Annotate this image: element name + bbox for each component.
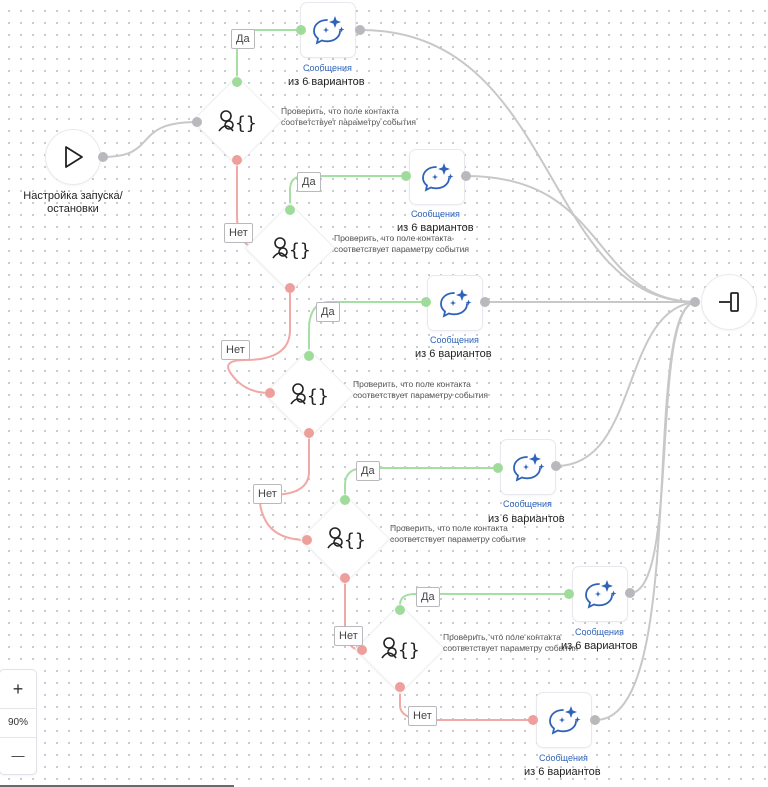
message-node-5[interactable]	[573, 567, 627, 621]
ai-message-icon	[440, 289, 472, 318]
message-3-title: Сообщения	[430, 335, 479, 345]
edge-msg6-end	[595, 301, 696, 721]
message-2-output-port[interactable]	[461, 171, 471, 181]
svg-text:{}: {}	[289, 240, 311, 261]
condition-2-yes-port[interactable]	[285, 205, 295, 215]
edge-msg4-end	[555, 301, 696, 467]
edge-label-yes-5: Да	[416, 587, 440, 607]
message-1-subtitle: из 6 вариантов	[288, 76, 365, 88]
canvas-bottom-edge	[0, 785, 234, 787]
edge-label-no-5: Нет	[408, 706, 437, 726]
zoom-in-button[interactable]: +	[12, 678, 24, 699]
play-icon	[65, 146, 83, 168]
condition-4-input-port[interactable]	[302, 535, 312, 545]
message-node-4[interactable]	[501, 440, 555, 494]
message-6-title: Сообщения	[539, 753, 588, 763]
ai-message-icon	[585, 580, 617, 609]
edge-label-no-4: Нет	[334, 626, 363, 646]
message-1-output-port[interactable]	[355, 25, 365, 35]
condition-3-description: Проверить, что поле контакта соответству…	[353, 379, 488, 400]
contact-condition-icon: {}	[272, 237, 311, 261]
edge-msg5-end	[629, 301, 696, 594]
zoom-level: 90%	[0, 708, 36, 738]
message-1-title: Сообщения	[303, 63, 352, 73]
start-output-port[interactable]	[98, 152, 108, 162]
message-4-output-port[interactable]	[551, 461, 561, 471]
svg-text:{}: {}	[307, 386, 329, 407]
svg-text:{}: {}	[344, 530, 366, 551]
start-node[interactable]	[46, 130, 100, 184]
contact-condition-icon: {}	[327, 527, 366, 551]
contact-condition-icon: {}	[290, 383, 329, 407]
message-2-subtitle: из 6 вариантов	[397, 222, 474, 234]
message-1-input-port[interactable]	[296, 25, 306, 35]
message-5-input-port[interactable]	[564, 589, 574, 599]
message-5-subtitle: из 6 вариантов	[561, 640, 638, 652]
message-2-input-port[interactable]	[401, 171, 411, 181]
condition-5-no-port[interactable]	[395, 682, 405, 692]
edge-label-yes-1: Да	[231, 29, 255, 49]
edge-label-no-3: Нет	[253, 484, 282, 504]
contact-condition-icon: {}	[218, 110, 257, 134]
zoom-controls: + 90% —	[0, 670, 36, 774]
condition-5-description: Проверить, что поле контакта соответству…	[443, 632, 578, 653]
edge-msg1-end	[359, 29, 696, 303]
svg-text:{}: {}	[398, 640, 420, 661]
message-4-input-port[interactable]	[493, 463, 503, 473]
edge-label-yes-2: Да	[297, 172, 321, 192]
condition-4-yes-port[interactable]	[340, 495, 350, 505]
message-node-3[interactable]	[428, 276, 482, 330]
condition-3-yes-port[interactable]	[304, 351, 314, 361]
end-input-port[interactable]	[690, 297, 700, 307]
condition-4-description: Проверить, что поле контакта соответству…	[390, 523, 525, 544]
condition-3-no-port[interactable]	[304, 428, 314, 438]
edge-start-cond1	[102, 121, 198, 158]
condition-2-description: Проверить, что поле контакта соответству…	[334, 233, 469, 254]
edge-label-no-1: Нет	[224, 223, 253, 243]
message-node-2[interactable]	[410, 150, 464, 204]
message-3-input-port[interactable]	[421, 297, 431, 307]
message-6-subtitle: из 6 вариантов	[524, 766, 601, 778]
condition-1-description: Проверить, что поле контакта соответству…	[281, 106, 416, 127]
edge-label-no-2: Нет	[221, 340, 250, 360]
condition-1-no-port[interactable]	[232, 155, 242, 165]
svg-text:{}: {}	[235, 113, 257, 134]
message-3-output-port[interactable]	[480, 297, 490, 307]
condition-5-input-port[interactable]	[357, 645, 367, 655]
condition-3-input-port[interactable]	[265, 388, 275, 398]
edge-label-yes-4: Да	[356, 461, 380, 481]
condition-4-no-port[interactable]	[340, 573, 350, 583]
ai-message-icon	[422, 163, 454, 192]
condition-1-yes-port[interactable]	[232, 77, 242, 87]
condition-1-input-port[interactable]	[192, 117, 202, 127]
message-5-output-port[interactable]	[625, 588, 635, 598]
condition-2-no-port[interactable]	[285, 283, 295, 293]
contact-condition-icon: {}	[381, 637, 420, 661]
ai-message-icon	[513, 453, 545, 482]
ai-message-icon	[549, 706, 581, 735]
end-node[interactable]	[702, 275, 756, 329]
ai-message-icon	[313, 16, 345, 45]
edge-label-yes-3: Да	[316, 302, 340, 322]
message-4-subtitle: из 6 вариантов	[488, 513, 565, 525]
start-node-label: Настройка запуска/остановки	[23, 190, 123, 215]
edge-yes-5	[399, 593, 570, 610]
zoom-out-button[interactable]: —	[11, 747, 25, 763]
exit-icon	[719, 292, 739, 312]
message-6-output-port[interactable]	[590, 715, 600, 725]
message-4-title: Сообщения	[503, 499, 552, 509]
condition-5-yes-port[interactable]	[395, 605, 405, 615]
message-node-1[interactable]	[301, 3, 355, 57]
message-3-subtitle: из 6 вариантов	[415, 348, 492, 360]
message-5-title: Сообщения	[575, 627, 624, 637]
message-node-6[interactable]	[537, 693, 591, 747]
edge-no-2	[227, 288, 291, 394]
edge-msg2-end	[465, 175, 696, 303]
message-2-title: Сообщения	[411, 209, 460, 219]
message-6-input-port[interactable]	[528, 715, 538, 725]
